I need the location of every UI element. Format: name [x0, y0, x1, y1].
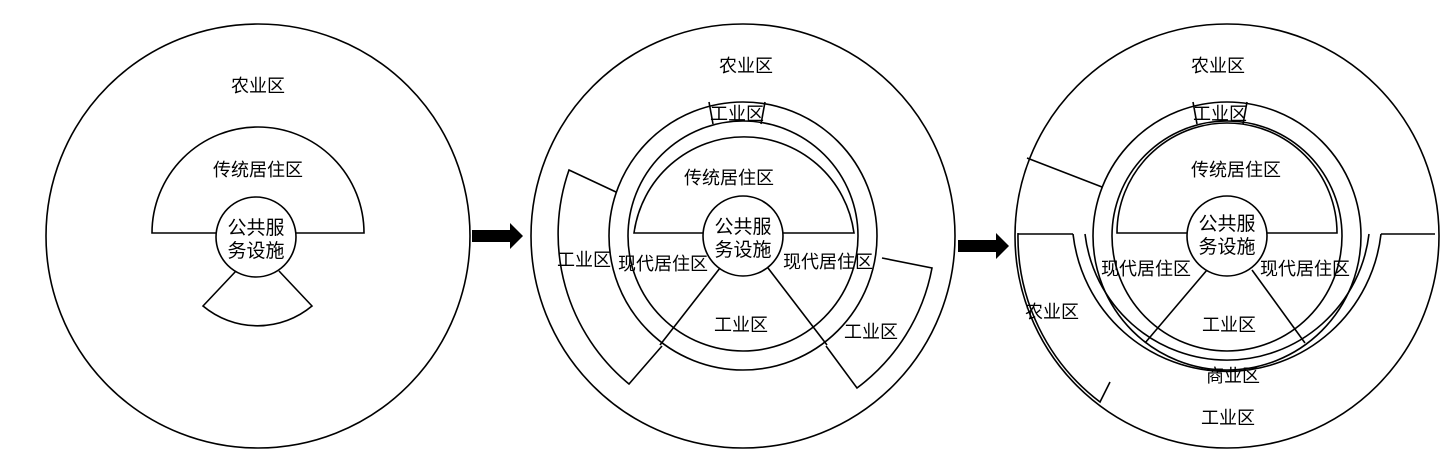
stage-3-traditional-label: 传统居住区 — [1191, 160, 1281, 181]
stage-1-lower-sector — [201, 270, 314, 327]
stage-1-traditional-zone — [151, 126, 365, 234]
stage-1-outer-circle — [45, 23, 471, 449]
stage-3-agri-top-label: 农业区 — [1191, 56, 1245, 77]
stage-3-bottom-industrial-edge-right — [1251, 269, 1306, 344]
stage-3-modern-left-label: 现代居住区 — [1101, 259, 1191, 280]
stage-3-commercial-ring-outer — [1072, 233, 1382, 373]
stage-2-bottom-industrial-edge-left — [659, 267, 721, 346]
stage-2-top-industrial-divider-right — [760, 101, 766, 125]
stage-2-top-industrial-divider-left — [708, 101, 714, 125]
stage-3-agri-left-zone — [1017, 157, 1111, 404]
stage-1-center-circle — [215, 196, 297, 278]
stage-3: 农业区 工业区 传统居住区 公共服 务设施 现代居住区 现代居住区 工业区 商业… — [1014, 23, 1440, 449]
stage-3-center-circle — [1186, 195, 1268, 277]
stage-3-commercial-label: 商业区 — [1206, 366, 1260, 387]
stage-3-industrial-ring-outer — [1092, 101, 1362, 371]
stage-2-center-label-line2: 务设施 — [714, 239, 771, 261]
stage-2-traditional-zone — [633, 136, 855, 234]
stage-2-agri-label: 农业区 — [719, 56, 773, 77]
stage-2-industrial-ring-inner — [627, 120, 859, 352]
stage-2: 农业区 工业区 传统居住区 公共服 务设施 现代居住区 现代居住区 工业区 工业… — [530, 23, 956, 449]
stage-2-industrial-right-zone — [825, 257, 933, 390]
stage-1-center-label-line2: 务设施 — [227, 240, 284, 262]
arrow-right-icon — [472, 223, 523, 249]
stage-2-modern-left-label: 现代居住区 — [618, 254, 708, 275]
stage-3-top-industrial-divider-right — [1242, 101, 1248, 125]
stage-1-agri-label: 农业区 — [231, 76, 285, 97]
stage-3-center-label-line2: 务设施 — [1198, 236, 1255, 258]
stage-2-modern-right-label: 现代居住区 — [783, 252, 873, 273]
stage-2-industrial-left-label: 工业区 — [557, 250, 611, 271]
stage-2-traditional-label: 传统居住区 — [684, 168, 774, 189]
stage-3-industrial-bottom-label: 工业区 — [1202, 315, 1256, 336]
stage-3-outer-circle — [1014, 23, 1440, 449]
stage-2-industrial-bottom-label: 工业区 — [714, 315, 768, 336]
stage-2-center-circle — [702, 195, 784, 277]
stage-3-industrial-outer-label: 工业区 — [1201, 408, 1255, 429]
stage-3-center-label-line1: 公共服 — [1198, 213, 1255, 235]
stage-2-bottom-industrial-edge-right — [767, 267, 828, 346]
stage-1-center-label-line1: 公共服 — [227, 217, 284, 239]
stage-3-bottom-industrial-edge-left — [1144, 269, 1208, 344]
stage-3-top-industrial-divider-left — [1192, 101, 1198, 125]
stage-3-modern-right-label: 现代居住区 — [1260, 259, 1350, 280]
stage-3-industrial-ring-inner — [1111, 120, 1343, 352]
stage-2-industrial-right-label: 工业区 — [844, 322, 898, 343]
stage-2-center-label-line1: 公共服 — [714, 216, 771, 238]
stage-1-traditional-label: 传统居住区 — [213, 160, 303, 181]
stage-3-agri-left-label: 农业区 — [1025, 302, 1079, 323]
stage-2-industrial-left-zone — [557, 168, 663, 386]
stage-3-traditional-zone — [1116, 122, 1338, 234]
stage-2-outer-circle — [530, 23, 956, 449]
arrow-right-icon — [958, 233, 1009, 259]
stage-2-industrial-ring-outer — [608, 101, 878, 371]
stage-2-industrial-top-label: 工业区 — [710, 104, 764, 125]
stage-3-industrial-top-label: 工业区 — [1193, 104, 1247, 125]
stage-1: 农业区 传统居住区 公共服 务设施 — [45, 23, 471, 449]
